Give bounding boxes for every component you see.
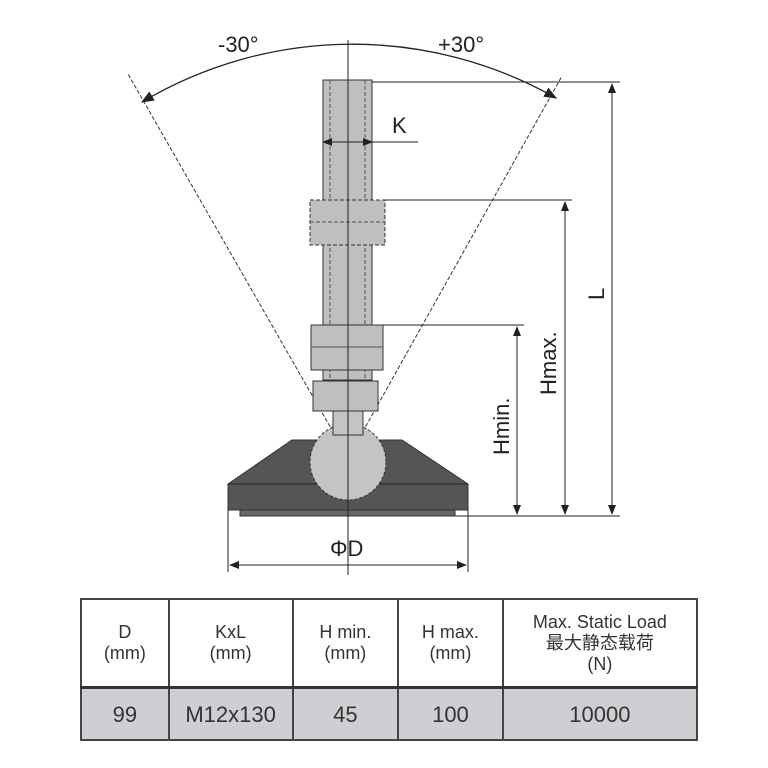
table-row: 99 M12x130 45 100 10000 xyxy=(80,686,699,741)
collar xyxy=(312,380,379,412)
l-label: L xyxy=(584,288,609,300)
cell-kxl: M12x130 xyxy=(167,686,294,741)
cone-line-right xyxy=(347,75,563,459)
header-hmax: H max.(mm) xyxy=(397,598,504,689)
hmin-label: Hmin. xyxy=(489,398,514,455)
angle-left-label: -30° xyxy=(218,32,259,57)
cell-hmax: 100 xyxy=(397,686,504,741)
leveling-foot-drawing: -30° +30° K L Hmax. Hmin. ΦD xyxy=(127,32,620,575)
header-hmin: H min.(mm) xyxy=(291,598,400,689)
cell-max-load: 10000 xyxy=(501,686,699,741)
cone-line-left xyxy=(127,73,349,459)
spec-table: D(mm) KxL(mm) H min.(mm) H max.(mm) Max.… xyxy=(80,598,699,741)
angle-right-label: +30° xyxy=(438,32,484,57)
cell-d: 99 xyxy=(80,686,170,741)
d-label: ΦD xyxy=(330,536,363,561)
cell-hmin: 45 xyxy=(291,686,400,741)
header-d: D(mm) xyxy=(80,598,170,689)
k-label: K xyxy=(392,113,407,138)
table-header-row: D(mm) KxL(mm) H min.(mm) H max.(mm) Max.… xyxy=(80,598,699,689)
header-kxl: KxL(mm) xyxy=(167,598,294,689)
hmax-label: Hmax. xyxy=(536,331,561,395)
